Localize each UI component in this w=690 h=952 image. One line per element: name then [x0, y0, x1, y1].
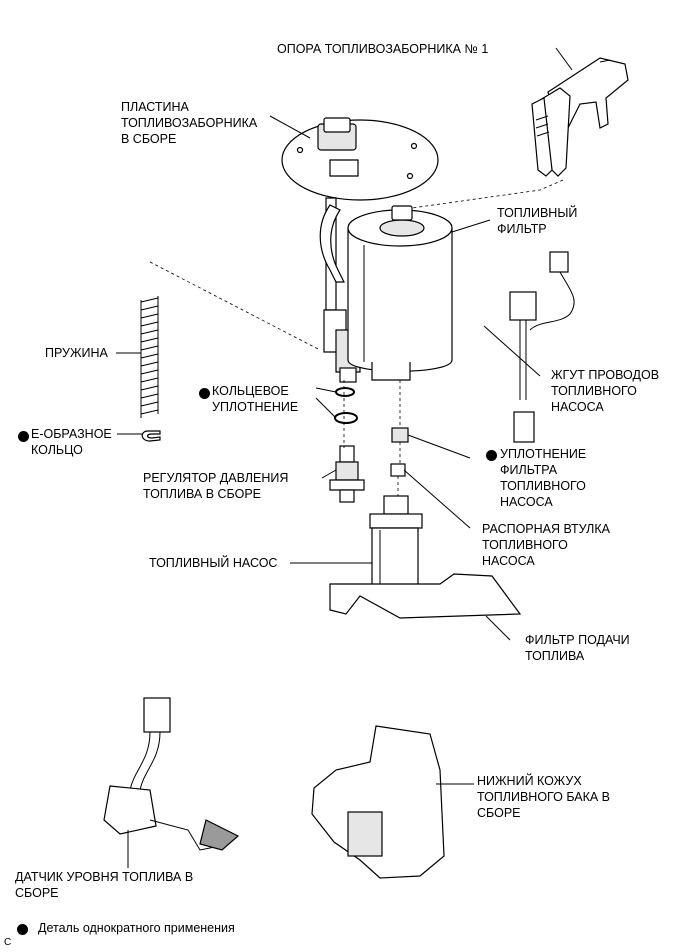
corner-code: C: [4, 937, 12, 948]
oring-small-drawing: [335, 387, 355, 397]
single-use-marker-oring: [199, 388, 210, 399]
label-regulator: РЕГУЛЯТОР ДАВЛЕНИЯ ТОПЛИВА В СБОРЕ: [143, 471, 289, 501]
label-spacer: РАСПОРНАЯ ВТУЛКА ТОПЛИВНОГО НАСОСА: [482, 522, 610, 568]
single-use-marker-ering: [18, 431, 29, 442]
suction-filter-drawing: [329, 573, 522, 619]
ering-drawing: [141, 430, 161, 442]
plate-drawing: [269, 115, 439, 383]
oring-large-drawing: [334, 412, 358, 424]
level-sensor-drawing: [103, 697, 240, 851]
label-oring: КОЛЬЦЕВОЕ УПЛОТНЕНИЕ: [212, 384, 299, 414]
label-bracket: ОПОРА ТОПЛИВОЗАБОРНИКА № 1: [277, 42, 489, 56]
lower-case-drawing: [311, 725, 474, 879]
single-use-marker-filter-seal: [486, 450, 497, 461]
filter-seal-drawing: [391, 427, 409, 443]
filter-drawing: [347, 205, 491, 381]
label-lower-case: НИЖНИЙ КОЖУХ ТОПЛИВНОГО БАКА В СБОРЕ: [477, 774, 611, 820]
regulator-drawing: [329, 445, 365, 503]
spacer-drawing: [390, 463, 406, 477]
label-filter: ТОПЛИВНЫЙ ФИЛЬТР: [497, 206, 578, 236]
label-level-sensor: ДАТЧИК УРОВНЯ ТОПЛИВА В СБОРЕ: [15, 870, 194, 900]
bracket-drawing: [531, 47, 629, 177]
label-spring: ПРУЖИНА: [45, 346, 108, 360]
label-pump: ТОПЛИВНЫЙ НАСОС: [149, 556, 278, 570]
legend-marker: [17, 924, 28, 935]
label-suction-filter: ФИЛЬТР ПОДАЧИ ТОПЛИВА: [525, 633, 630, 663]
label-plate: ПЛАСТИНА ТОПЛИВОЗАБОРНИКА В СБОРЕ: [121, 100, 258, 146]
spring-drawing: [140, 296, 159, 418]
harness-drawing: [509, 251, 575, 443]
label-ering: Е-ОБРАЗНОЕ КОЛЬЦО: [31, 427, 112, 457]
label-harness: ЖГУТ ПРОВОДОВ ТОПЛИВНОГО НАСОСА: [551, 368, 660, 414]
legend-text: Деталь однократного применения: [38, 921, 235, 935]
label-filter-seal: УПЛОТНЕНИЕ ФИЛЬТРА ТОПЛИВНОГО НАСОСА: [500, 447, 587, 509]
